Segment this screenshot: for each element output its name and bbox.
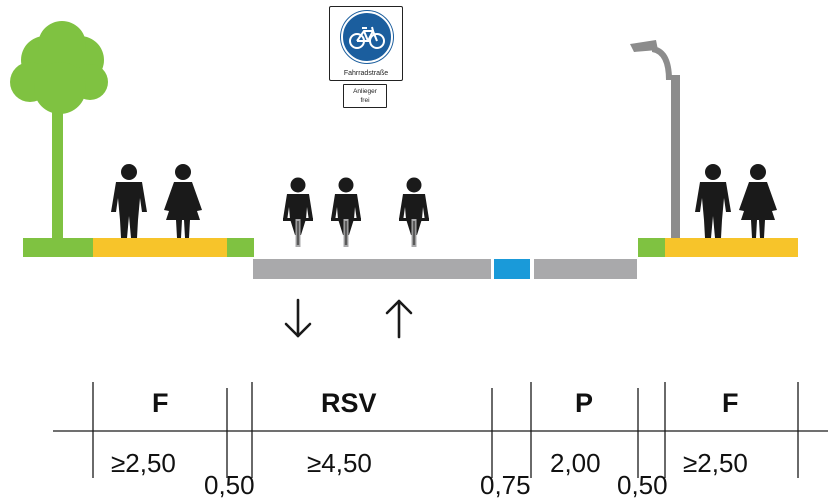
left-green-strip xyxy=(23,238,93,257)
pedestrian-man-icon xyxy=(695,164,731,238)
zone-label-p: P xyxy=(575,388,594,418)
cyclist-icon xyxy=(331,177,361,247)
width-gap-left: 0,50 xyxy=(204,470,255,500)
cyclist-icon xyxy=(283,177,313,247)
cycle-road-surface xyxy=(253,259,491,279)
zone-label-f-left: F xyxy=(152,388,169,418)
right-sidewalk xyxy=(665,238,798,257)
separator-strip xyxy=(494,259,530,279)
tree-icon xyxy=(10,21,108,240)
width-gap-right: 0,50 xyxy=(617,470,668,500)
bicycle-road-sign-icon xyxy=(341,11,393,63)
bicycle-road-sign: Fahrradstraße xyxy=(329,6,403,81)
street-lamp-icon xyxy=(630,40,680,240)
arrow-up-icon xyxy=(385,299,413,339)
width-f-left: ≥2,50 xyxy=(111,448,176,478)
width-gap-mid: 0,75 xyxy=(480,470,531,500)
left-green-edge xyxy=(227,238,254,257)
zone-label-rsv: RSV xyxy=(321,388,377,418)
cyclist-icon xyxy=(399,177,429,247)
width-rsv: ≥4,50 xyxy=(307,448,372,478)
sign-main-text: Fahrradstraße xyxy=(343,70,389,77)
pedestrian-woman-icon xyxy=(739,164,777,238)
right-green-edge xyxy=(638,238,665,257)
pedestrian-man-icon xyxy=(111,164,147,238)
zone-label-f-right: F xyxy=(722,388,739,418)
left-sidewalk xyxy=(93,238,227,257)
dimension-lines xyxy=(53,382,828,478)
pedestrian-woman-icon xyxy=(164,164,202,238)
width-p: 2,00 xyxy=(550,448,601,478)
width-f-right: ≥2,50 xyxy=(683,448,748,478)
sign-supplement-text: Anlieger frei xyxy=(353,88,377,104)
parking-lane-surface xyxy=(534,259,637,279)
arrow-down-icon xyxy=(284,298,312,338)
sign-supplement: Anlieger frei xyxy=(343,84,387,108)
